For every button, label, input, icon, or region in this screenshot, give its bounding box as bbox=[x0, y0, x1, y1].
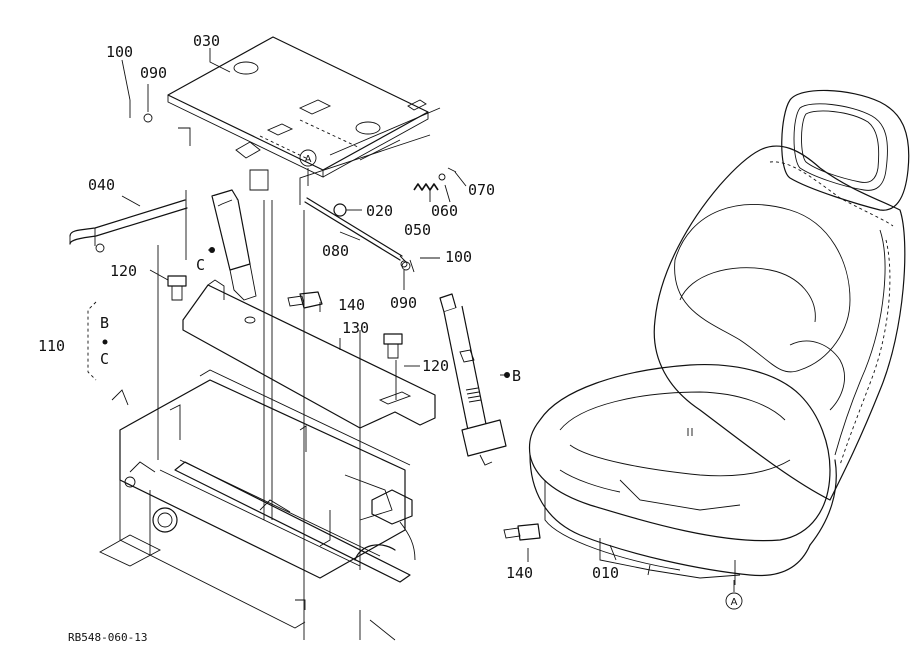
label-120-left: 120 bbox=[110, 262, 137, 280]
label-120-right: 120 bbox=[422, 357, 449, 375]
label-090-top: 090 bbox=[140, 64, 167, 82]
label-040: 040 bbox=[88, 176, 115, 194]
drawing-code: RB548-060-13 bbox=[68, 631, 147, 644]
rod bbox=[304, 197, 408, 268]
label-010: 010 bbox=[592, 564, 619, 582]
label-ref-c: C bbox=[196, 256, 205, 274]
label-050: 050 bbox=[404, 221, 431, 239]
reference-a-top: A bbox=[299, 149, 317, 167]
reference-a-top-label: A bbox=[305, 154, 312, 165]
label-100-top: 100 bbox=[106, 43, 133, 61]
label-140-bottom: 140 bbox=[506, 564, 533, 582]
label-130: 130 bbox=[342, 319, 369, 337]
label-110: 110 bbox=[38, 337, 65, 355]
seat-rail-bracket bbox=[182, 279, 436, 429]
seat-plate bbox=[167, 36, 441, 205]
seat-rails bbox=[99, 369, 416, 641]
spring bbox=[413, 167, 457, 191]
lever bbox=[69, 199, 188, 253]
reference-a-seat: A bbox=[725, 592, 743, 610]
label-bracket-b: B bbox=[100, 314, 109, 332]
label-070: 070 bbox=[468, 181, 495, 199]
label-bracket-c: C bbox=[100, 350, 109, 368]
label-090-right: 090 bbox=[390, 294, 417, 312]
seat-belt-retractor bbox=[439, 293, 507, 466]
label-ref-b: B bbox=[512, 367, 521, 385]
label-100-right: 100 bbox=[445, 248, 472, 266]
seat-illustration bbox=[528, 89, 910, 585]
label-080: 080 bbox=[322, 242, 349, 260]
label-020: 020 bbox=[366, 202, 393, 220]
reference-a-seat-label: A bbox=[731, 597, 738, 608]
reference-b-dot bbox=[504, 372, 510, 378]
bracket-dot bbox=[102, 339, 108, 345]
leader-lines bbox=[87, 48, 735, 640]
reference-c-dot bbox=[209, 247, 215, 253]
label-060: 060 bbox=[431, 202, 458, 220]
label-030: 030 bbox=[193, 32, 220, 50]
bolt bbox=[129, 100, 541, 541]
seat-belt-buckle bbox=[211, 189, 257, 301]
label-140-top: 140 bbox=[338, 296, 365, 314]
